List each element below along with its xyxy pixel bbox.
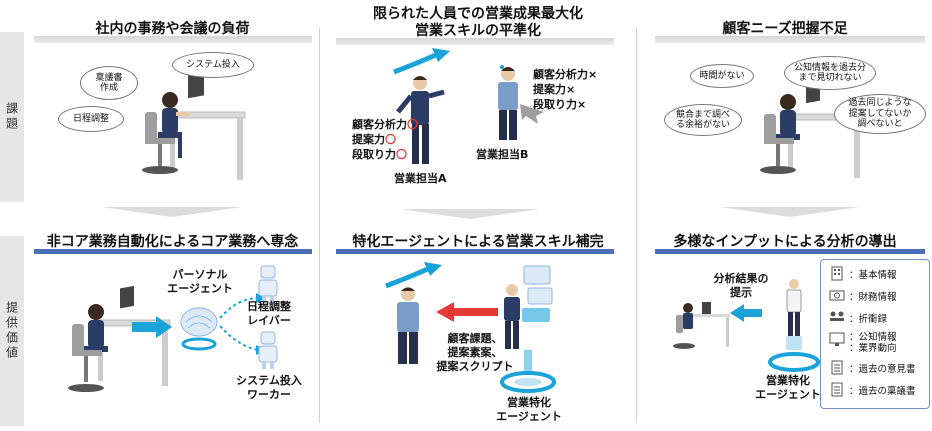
transition-arrow bbox=[102, 207, 242, 217]
right-arrow-icon bbox=[132, 316, 172, 338]
salesperson-figure bbox=[397, 287, 419, 364]
thought-bubble-public-info: 公知情報を過去分 まで見切れない bbox=[784, 56, 876, 90]
office-worker-illustration bbox=[142, 71, 246, 180]
salesperson-a-figure bbox=[396, 76, 445, 164]
good-mark: 〇 bbox=[396, 147, 407, 161]
salesperson-a-label: 営業担当A bbox=[394, 172, 447, 185]
bad-mark: × bbox=[577, 97, 587, 111]
sales-agent-label-3: 営業特化 エージェント bbox=[755, 374, 821, 401]
value-title-2: 特化エージェントによる営業スキル補完 bbox=[352, 234, 604, 250]
growth-arrow-icon bbox=[385, 262, 442, 289]
good-mark: 〇 bbox=[407, 118, 418, 131]
thought-bubble-past-proposal: 過去同じような 提案してないか 調べないと bbox=[834, 94, 926, 134]
input-sources-box: ：基本情報 ：財務情報 ：折衝録 ：公知情報 ：業界動向 ：過去の意見書 ：過去… bbox=[820, 259, 930, 409]
value-underline bbox=[655, 249, 925, 254]
agent-system-label: システム投入 ワーカー bbox=[236, 374, 302, 401]
input-label: ：基本情報 bbox=[849, 269, 897, 281]
column-divider bbox=[636, 28, 637, 423]
building-icon bbox=[831, 266, 843, 281]
challenge-underline bbox=[655, 36, 925, 43]
input-finance-info: ：財務情報 bbox=[829, 288, 897, 303]
agent-schedule-label: 日程調整 レイバー bbox=[247, 300, 291, 327]
input-label: ：過去の意見書 bbox=[849, 363, 916, 375]
input-negotiation-record: ：折衝録 bbox=[829, 310, 887, 325]
challenge-title-1: 社内の事務や会議の負荷 bbox=[95, 21, 250, 37]
consultant-figure bbox=[786, 279, 802, 338]
bad-mark: × bbox=[588, 68, 598, 81]
agent-platform-icon bbox=[500, 350, 556, 393]
skill-list-b: 顧客分析力× 提案力× 段取り力× bbox=[533, 68, 597, 113]
input-label: ：過去の稟議書 bbox=[849, 385, 916, 397]
salesperson-b-label: 営業担当B bbox=[476, 148, 529, 161]
money-icon bbox=[829, 290, 845, 301]
input-label: ：折衝録 bbox=[849, 313, 888, 325]
skill-b-2: 提案力 bbox=[533, 82, 566, 96]
support-content-label: 顧客課題、 提案素案、 提案スクリプト bbox=[436, 332, 514, 373]
value-title-1: 非コア業務自動化によるコア業務へ専念 bbox=[46, 234, 299, 250]
value-title-3: 多様なインプットによる分析の導出 bbox=[673, 234, 897, 250]
transition-arrow bbox=[400, 209, 540, 219]
monitor-icon bbox=[829, 332, 845, 346]
good-mark: 〇 bbox=[385, 132, 396, 146]
input-past-opinions: ：過去の意見書 bbox=[829, 360, 916, 375]
side-label-value: 提供価値 bbox=[0, 236, 24, 426]
value-underline bbox=[336, 249, 614, 254]
challenge-title-3: 顧客ニーズ把握不足 bbox=[722, 21, 848, 37]
skill-a-1: 顧客分析力 bbox=[352, 118, 407, 131]
document-icon bbox=[831, 382, 843, 397]
left-arrow-icon bbox=[436, 302, 498, 322]
thought-bubble-schedule: 日程調整 bbox=[58, 106, 124, 132]
input-label: ：公知情報 ：業界動向 bbox=[849, 332, 897, 355]
top-title: 限られた人員での営業成果最大化 bbox=[373, 6, 583, 22]
transition-arrow bbox=[720, 207, 860, 217]
desk-worker-small bbox=[673, 302, 730, 349]
input-public-info: ：公知情報 ：業界動向 bbox=[829, 332, 897, 355]
meeting-icon bbox=[830, 311, 844, 321]
skill-list-a: 顧客分析力〇 提案力〇 段取り力〇 bbox=[352, 118, 418, 163]
agent-platform-icon bbox=[768, 336, 820, 372]
consultant-with-dashboard bbox=[504, 265, 553, 349]
side-label-challenge: 課題 bbox=[0, 32, 24, 202]
input-label: ：財務情報 bbox=[849, 291, 897, 303]
skill-b-1: 顧客分析力 bbox=[533, 68, 588, 81]
robot-icon bbox=[258, 331, 278, 369]
input-basic-info: ：基本情報 bbox=[829, 266, 897, 281]
skill-a-3: 段取り力 bbox=[352, 147, 396, 161]
bad-mark: × bbox=[566, 82, 576, 96]
challenge-title-2: 営業スキルの平準化 bbox=[415, 23, 541, 39]
column-divider bbox=[319, 28, 320, 423]
left-arrow-icon bbox=[730, 304, 762, 322]
personal-agent-label: パーソナル エージェント bbox=[167, 268, 233, 295]
skill-a-2: 提案力 bbox=[352, 132, 385, 146]
value-underline bbox=[34, 249, 312, 254]
thought-bubble-competitor: 競合まで調べ る余裕がない bbox=[664, 104, 742, 136]
analysis-result-label: 分析結果の 提示 bbox=[713, 272, 769, 299]
thought-bubble-no-time: 時間がない bbox=[690, 64, 754, 88]
challenge-underline bbox=[336, 38, 614, 45]
thought-bubble-system: システム投入 bbox=[172, 52, 254, 78]
thought-bubble-ringi: 稟議書 作成 bbox=[80, 66, 138, 100]
salesperson-b-figure bbox=[498, 65, 544, 140]
document-icon bbox=[831, 360, 843, 375]
sales-agent-label: 営業特化 エージェント bbox=[496, 396, 562, 423]
robot-icon bbox=[258, 265, 278, 303]
growth-arrow-icon bbox=[393, 48, 450, 75]
ai-brain-icon bbox=[180, 307, 218, 351]
skill-b-3: 段取り力 bbox=[533, 97, 577, 111]
challenge-underline bbox=[34, 36, 312, 43]
input-past-ringi: ：過去の稟議書 bbox=[829, 382, 916, 397]
